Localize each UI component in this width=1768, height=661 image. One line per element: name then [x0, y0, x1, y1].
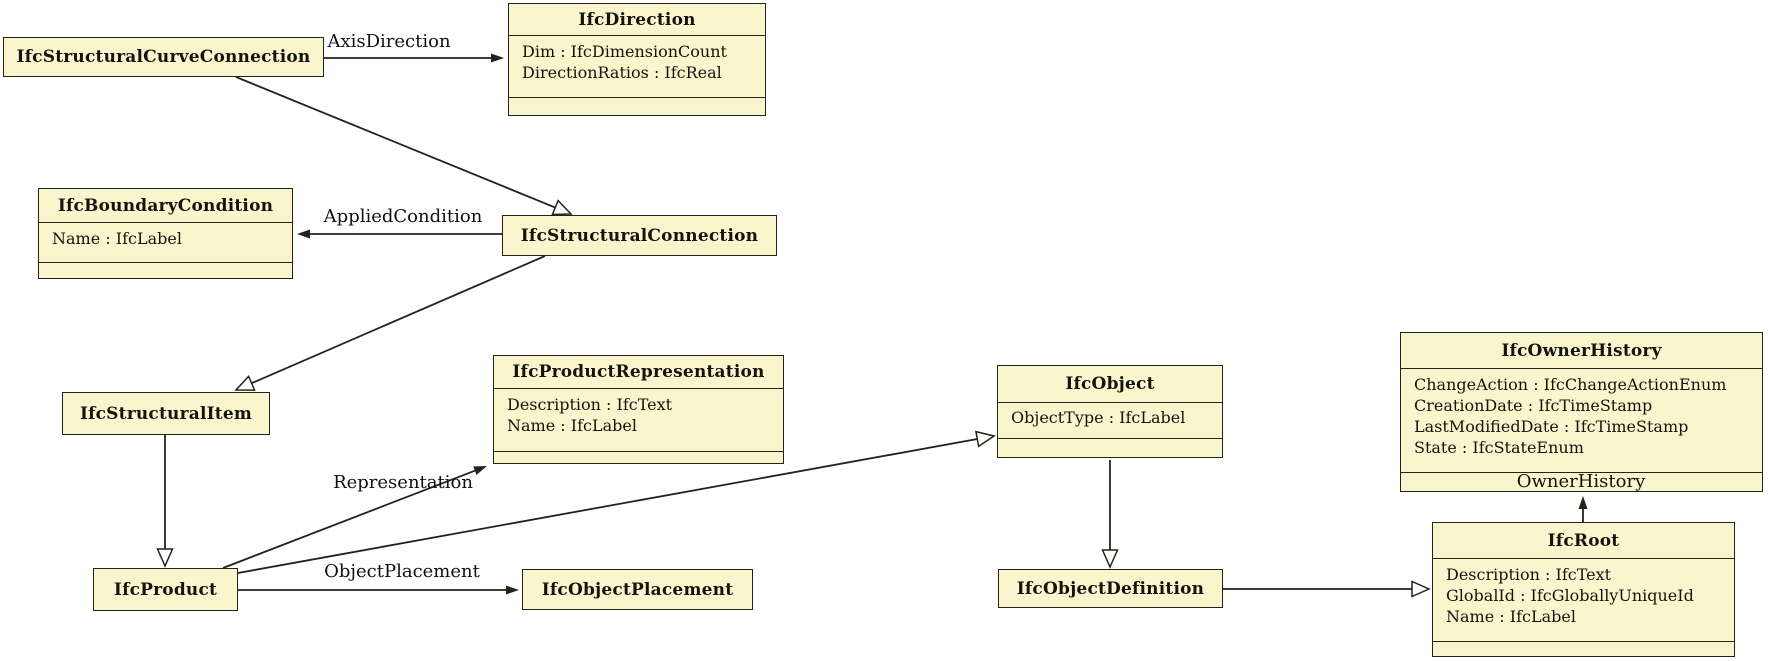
class-attribute: State : IfcStateEnum — [1414, 438, 1584, 457]
class-attributes: Dim : IfcDimensionCount DirectionRatios … — [509, 35, 765, 97]
class-title: IfcStructuralItem — [79, 403, 253, 424]
class-box-ifc-structural-curve-connection: IfcStructuralCurveConnection — [3, 37, 324, 77]
class-title: IfcRoot — [1547, 530, 1620, 551]
class-box-ifc-object-definition: IfcObjectDefinition — [998, 569, 1223, 608]
hollow-triangle-arrowhead — [551, 199, 573, 216]
class-box-ifc-root: IfcRoot Description : IfcText GlobalId :… — [1432, 522, 1735, 657]
hollow-triangle-arrowhead — [1101, 549, 1119, 569]
class-operations-empty — [509, 97, 765, 115]
class-attribute: Description : IfcText — [1446, 565, 1612, 584]
class-attribute: Name : IfcLabel — [52, 229, 182, 248]
filled-arrowhead — [506, 585, 519, 595]
class-attribute: ChangeAction : IfcChangeActionEnum — [1414, 375, 1727, 394]
class-box-ifc-boundary-condition: IfcBoundaryCondition Name : IfcLabel — [38, 188, 293, 279]
hollow-triangle-arrowhead — [974, 430, 996, 448]
class-attribute: DirectionRatios : IfcReal — [522, 63, 722, 82]
class-title: IfcProductRepresentation — [512, 362, 765, 382]
class-title: IfcObjectDefinition — [1016, 578, 1205, 599]
class-attribute: CreationDate : IfcTimeStamp — [1414, 396, 1653, 415]
class-attribute: Name : IfcLabel — [507, 416, 637, 435]
class-attributes: ChangeAction : IfcChangeActionEnum Creat… — [1401, 368, 1762, 472]
class-attributes: Name : IfcLabel — [39, 222, 292, 262]
class-operations-empty — [1401, 472, 1762, 491]
edge-label-axis-direction: AxisDirection — [327, 31, 451, 52]
filled-arrowhead — [473, 466, 487, 475]
filled-arrowhead — [297, 229, 310, 239]
class-attribute: Dim : IfcDimensionCount — [522, 42, 727, 61]
class-box-ifc-object: IfcObject ObjectType : IfcLabel — [997, 365, 1223, 458]
edge-label-representation: Representation — [333, 472, 473, 493]
class-title: IfcStructuralCurveConnection — [16, 47, 311, 67]
generalization-structuralconnection-structuralitem-line — [251, 255, 546, 385]
class-operations-empty — [1433, 641, 1734, 656]
class-title: IfcObject — [1065, 374, 1155, 394]
class-title: IfcObjectPlacement — [541, 579, 734, 600]
edge-label-applied-condition: AppliedCondition — [323, 206, 483, 227]
class-box-ifc-product: IfcProduct — [93, 568, 238, 611]
class-attributes: Description : IfcText GlobalId : IfcGlob… — [1433, 558, 1734, 641]
class-attribute: ObjectType : IfcLabel — [1011, 408, 1186, 427]
class-title: IfcBoundaryCondition — [57, 195, 274, 216]
hollow-triangle-arrowhead — [156, 548, 174, 568]
edge-label-object-placement: ObjectPlacement — [324, 561, 480, 582]
class-box-ifc-structural-item: IfcStructuralItem — [62, 392, 270, 435]
class-box-ifc-product-representation: IfcProductRepresentation Description : I… — [493, 355, 784, 464]
class-title: IfcStructuralConnection — [520, 225, 759, 246]
filled-arrowhead — [491, 53, 504, 63]
class-title: IfcOwnerHistory — [1501, 340, 1662, 361]
filled-arrowhead — [1578, 496, 1588, 509]
class-operations-empty — [494, 451, 783, 463]
class-box-ifc-object-placement: IfcObjectPlacement — [522, 569, 753, 610]
hollow-triangle-arrowhead — [1411, 580, 1431, 598]
class-operations-empty — [39, 262, 292, 278]
class-operations-empty — [998, 438, 1222, 457]
class-box-ifc-owner-history: IfcOwnerHistory ChangeAction : IfcChange… — [1400, 332, 1763, 492]
class-attribute: Description : IfcText — [507, 395, 673, 414]
class-attributes: ObjectType : IfcLabel — [998, 402, 1222, 438]
class-attribute: LastModifiedDate : IfcTimeStamp — [1414, 417, 1689, 436]
class-box-ifc-direction: IfcDirection Dim : IfcDimensionCount Dir… — [508, 3, 766, 116]
generalization-curveconnection-structuralconnection-line — [235, 76, 556, 209]
class-attributes: Description : IfcText Name : IfcLabel — [494, 388, 783, 451]
association-representation-line — [222, 469, 476, 569]
class-attribute: GlobalId : IfcGloballyUniqueId — [1446, 586, 1694, 605]
class-attribute: Name : IfcLabel — [1446, 607, 1576, 626]
class-title: IfcDirection — [578, 9, 696, 30]
generalization-product-object-line — [237, 438, 978, 574]
hollow-triangle-arrowhead — [234, 375, 256, 391]
edge-label-owner-history: OwnerHistory — [1516, 471, 1646, 492]
class-box-ifc-structural-connection: IfcStructuralConnection — [502, 215, 777, 256]
class-title: IfcProduct — [113, 579, 218, 600]
